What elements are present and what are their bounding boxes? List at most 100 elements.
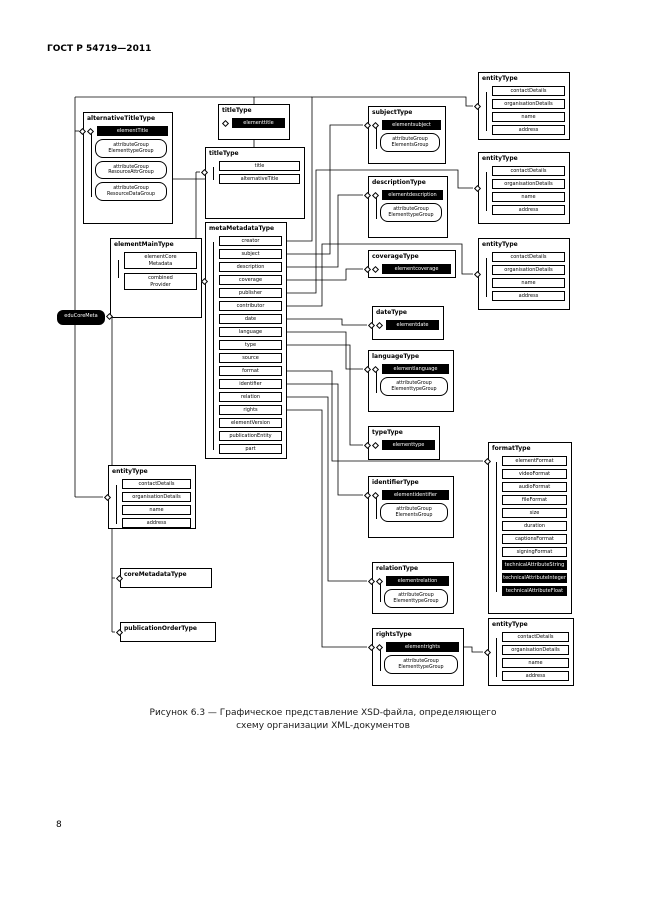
element-row: part	[219, 444, 282, 454]
content-spine	[213, 242, 214, 450]
sequence-diamond-icon	[371, 265, 380, 274]
type-label: relationType	[376, 565, 419, 572]
type-box-identifier-type: identifierType elementidentifier attribu…	[363, 476, 454, 538]
element-row: technicalAttributeString	[502, 560, 567, 570]
type-box-entity-type-left: entityType contactDetails organisationDe…	[103, 465, 196, 529]
element-row: elementdate	[386, 320, 439, 330]
element-row: size	[502, 508, 567, 518]
element-row: address	[492, 125, 565, 135]
element-row: technicalAttributeInteger	[502, 573, 567, 583]
sequence-diamond-icon	[375, 577, 384, 586]
attribute-group: attributeGroup ElementtypeGroup	[384, 589, 448, 608]
content-spine	[486, 92, 487, 131]
type-box-type-type: typeType elementtype	[363, 426, 440, 460]
content-spine	[486, 172, 487, 211]
type-box-subject-type: subjectType elementsubject attributeGrou…	[363, 106, 446, 164]
type-box-meta-metadata-type: metaMetadataType creator subject descrip…	[200, 222, 287, 459]
element-row: elementrights	[386, 642, 459, 652]
type-box-entity-type-1: entityType contactDetails organisationDe…	[473, 72, 570, 140]
element-row: relation	[219, 392, 282, 402]
element-row: audioFormat	[502, 482, 567, 492]
content-spine	[380, 582, 381, 602]
element-row: contactDetails	[492, 86, 565, 96]
type-label: formatType	[492, 445, 531, 452]
type-label: entityType	[112, 468, 148, 475]
element-row: organisationDetails	[492, 179, 565, 189]
element-row: description	[219, 262, 282, 272]
attribute-group: attributeGroup ElementsGroup	[380, 133, 440, 152]
type-box-description-type: descriptionType elementdescription attri…	[363, 176, 448, 238]
type-label: descriptionType	[372, 179, 426, 186]
content-spine	[376, 496, 377, 519]
sequence-diamond-icon	[375, 321, 384, 330]
element-row: language	[219, 327, 282, 337]
type-label: languageType	[372, 353, 420, 360]
element-row: rights	[219, 405, 282, 415]
type-box-entity-type-4: entityType contactDetails organisationDe…	[483, 618, 574, 686]
type-box-entity-type-3: entityType contactDetails organisationDe…	[473, 238, 570, 310]
attribute-group: attributeGroup ResourceAttrGroup	[95, 160, 167, 180]
content-spine	[376, 196, 377, 219]
content-spine	[91, 132, 92, 197]
type-label: coverageType	[372, 253, 419, 260]
element-row: name	[122, 505, 191, 515]
type-label: rightsType	[376, 631, 412, 638]
document-header: ГОСТ Р 54719—2011	[47, 44, 152, 54]
element-row: name	[492, 192, 565, 202]
type-label: publicationOrderType	[124, 625, 197, 632]
element-row: title	[219, 161, 300, 171]
element-row: signingFormat	[502, 547, 567, 557]
element-row: elementcoverage	[382, 264, 451, 274]
attribute-group: attributeGroup ElementtypeGroup	[384, 655, 458, 674]
element-row: address	[492, 291, 565, 301]
element-row: address	[502, 671, 569, 681]
element-row: organisationDetails	[492, 99, 565, 109]
element-row: contactDetails	[502, 632, 569, 642]
type-box-coverage-type: coverageType elementcoverage	[363, 250, 456, 278]
figure-caption-line1: Рисунок 6.3 — Графическое представление …	[149, 708, 497, 718]
element-row: publicationEntity	[219, 431, 282, 441]
content-spine	[213, 167, 214, 180]
content-spine	[486, 258, 487, 297]
content-spine	[380, 648, 381, 671]
element-row: name	[492, 278, 565, 288]
type-label: metaMetadataType	[209, 225, 275, 232]
sequence-diamond-icon	[371, 491, 380, 500]
attribute-group: attributeGroup ElementtypeGroup	[95, 139, 167, 158]
element-row: elementFormat	[502, 456, 567, 466]
element-row: type	[219, 340, 282, 350]
sequence-diamond-icon	[375, 643, 384, 652]
element-row: identifier	[219, 379, 282, 389]
element-row: elementidentifier	[382, 490, 449, 500]
type-label: titleType	[222, 107, 252, 114]
element-row: organisationDetails	[502, 645, 569, 655]
type-label: subjectType	[372, 109, 413, 116]
type-box-rights-type: rightsType elementrights attributeGroup …	[367, 628, 464, 686]
type-label: entityType	[492, 621, 528, 628]
sequence-diamond-icon	[221, 119, 230, 128]
sequence-diamond-icon	[371, 441, 380, 450]
content-spine	[496, 462, 497, 592]
attribute-group: attributeGroup ResourceDataGroup	[95, 182, 167, 201]
element-row: date	[219, 314, 282, 324]
type-box-publication-order-type: publicationOrderType	[115, 622, 216, 642]
element-row: format	[219, 366, 282, 376]
type-box-element-main-type: elementMainType elementCore Metadata com…	[105, 238, 202, 321]
element-row: elementTitle	[97, 126, 168, 136]
element-row: alternativeTitle	[219, 174, 300, 184]
element-row: fileFormat	[502, 495, 567, 505]
type-label: entityType	[482, 75, 518, 82]
element-row: creator	[219, 236, 282, 246]
element-row: elementrelation	[386, 576, 449, 586]
type-label: identifierType	[372, 479, 419, 486]
sequence-diamond-icon	[371, 191, 380, 200]
figure-caption: Рисунок 6.3 — Графическое представление …	[60, 707, 586, 733]
element-row: publisher	[219, 288, 282, 298]
content-spine	[376, 126, 377, 149]
type-box-alternative-title-type: alternativeTitleType elementTitle attrib…	[78, 112, 173, 224]
root-element-edu-core-meta: eduCoreMeta	[57, 310, 105, 325]
element-row: combined Provider	[124, 273, 197, 290]
